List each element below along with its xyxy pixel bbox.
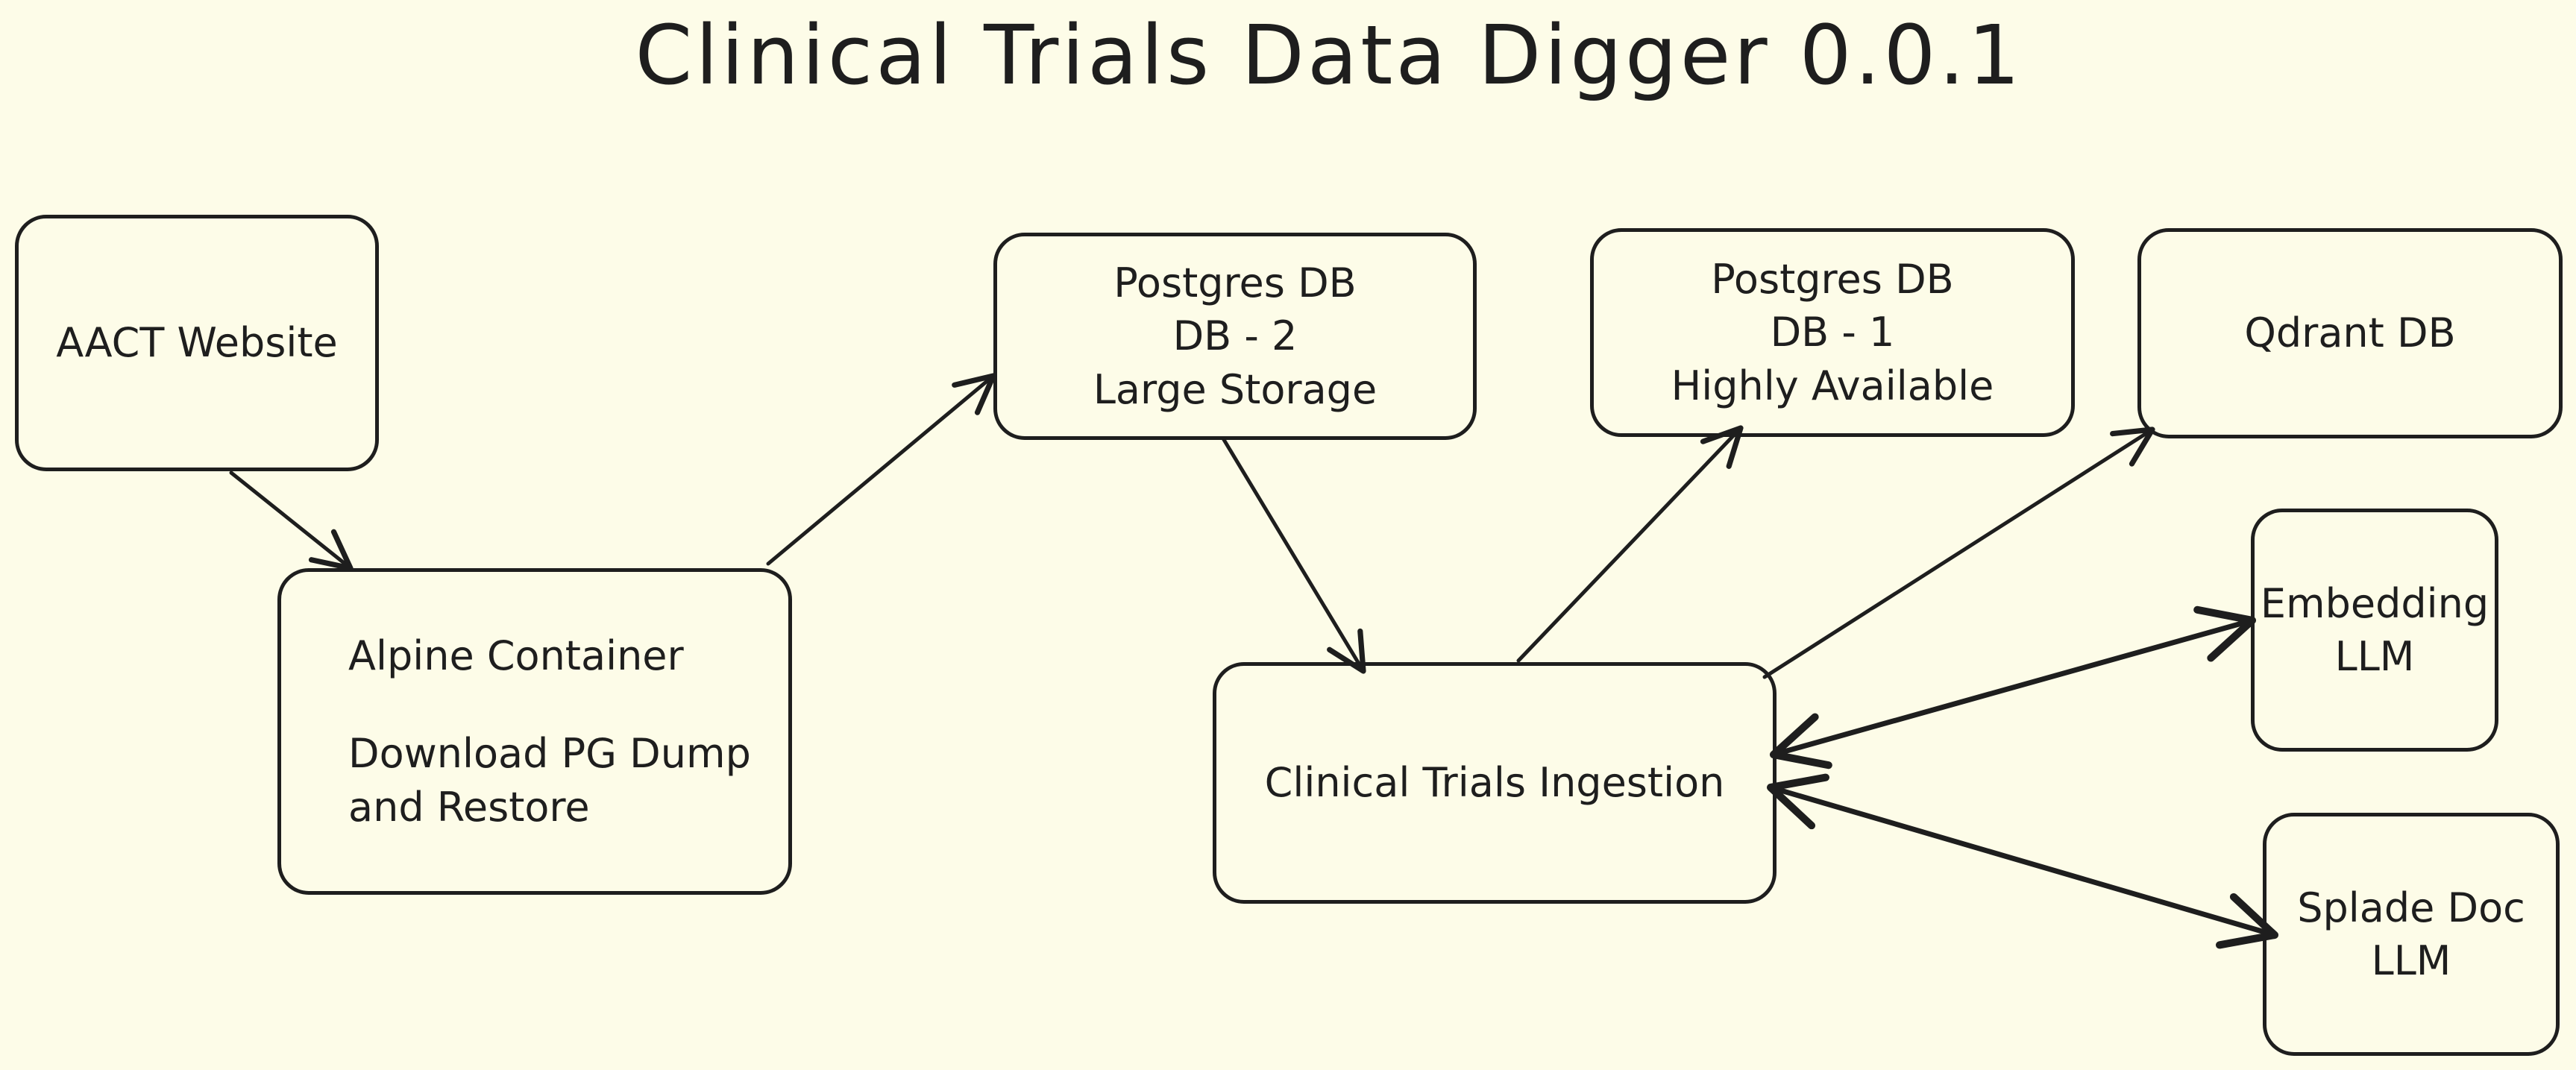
alpine-container-node[interactable]: Alpine Container Download PG Dump and Re… [277, 568, 792, 895]
edge-clinical-ingestion-to-splade-doc-llm [1766, 773, 2279, 949]
postgres-db2-description: Large Storage [1093, 365, 1377, 413]
alpine-container-line-download: Download PG Dump [348, 730, 751, 778]
splade-doc-llm-node[interactable]: Splade Doc LLM [2263, 813, 2560, 1056]
aact-website-node[interactable]: AACT Website [15, 215, 379, 471]
postgres-db2-name: DB - 2 [1172, 312, 1298, 360]
postgres-db2-title: Postgres DB [1113, 259, 1357, 307]
qdrant-db-label: Qdrant DB [2244, 309, 2456, 357]
embedding-llm-node[interactable]: Embedding LLM [2251, 509, 2498, 752]
clinical-trials-ingestion-node[interactable]: Clinical Trials Ingestion [1213, 662, 1777, 904]
edge-clinical-ingestion-to-embedding-llm [1769, 605, 2257, 770]
postgres-db1-description: Highly Available [1671, 362, 1994, 409]
splade-doc-llm-title: Splade Doc [2297, 884, 2525, 931]
edge-postgres-db2-to-clinical-ingestion [1221, 436, 1366, 674]
clinical-trials-ingestion-label: Clinical Trials Ingestion [1264, 759, 1725, 807]
alpine-container-line-restore: and Restore [348, 783, 590, 831]
edge-clinical-ingestion-to-qdrant-db [1762, 427, 2155, 679]
edge-alpine-container-to-postgres-db2 [766, 373, 996, 566]
postgres-db1-title: Postgres DB [1711, 256, 1954, 303]
postgres-db1-node[interactable]: Postgres DB DB - 1 Highly Available [1590, 228, 2075, 437]
edge-clinical-ingestion-to-postgres-db1 [1516, 425, 1744, 663]
edge-aact-website-to-alpine-container [229, 471, 354, 571]
edges-layer [229, 373, 2279, 949]
diagram-title: Clinical Trials Data Digger 0.0.1 [635, 7, 2023, 103]
embedding-llm-subtitle: LLM [2334, 633, 2415, 680]
postgres-db2-node[interactable]: Postgres DB DB - 2 Large Storage [993, 233, 1477, 440]
alpine-container-title: Alpine Container [348, 632, 684, 680]
splade-doc-llm-subtitle: LLM [2371, 937, 2451, 984]
postgres-db1-name: DB - 1 [1770, 309, 1895, 356]
aact-website-label: AACT Website [56, 319, 338, 367]
qdrant-db-node[interactable]: Qdrant DB [2137, 228, 2563, 438]
embedding-llm-title: Embedding [2260, 579, 2489, 627]
